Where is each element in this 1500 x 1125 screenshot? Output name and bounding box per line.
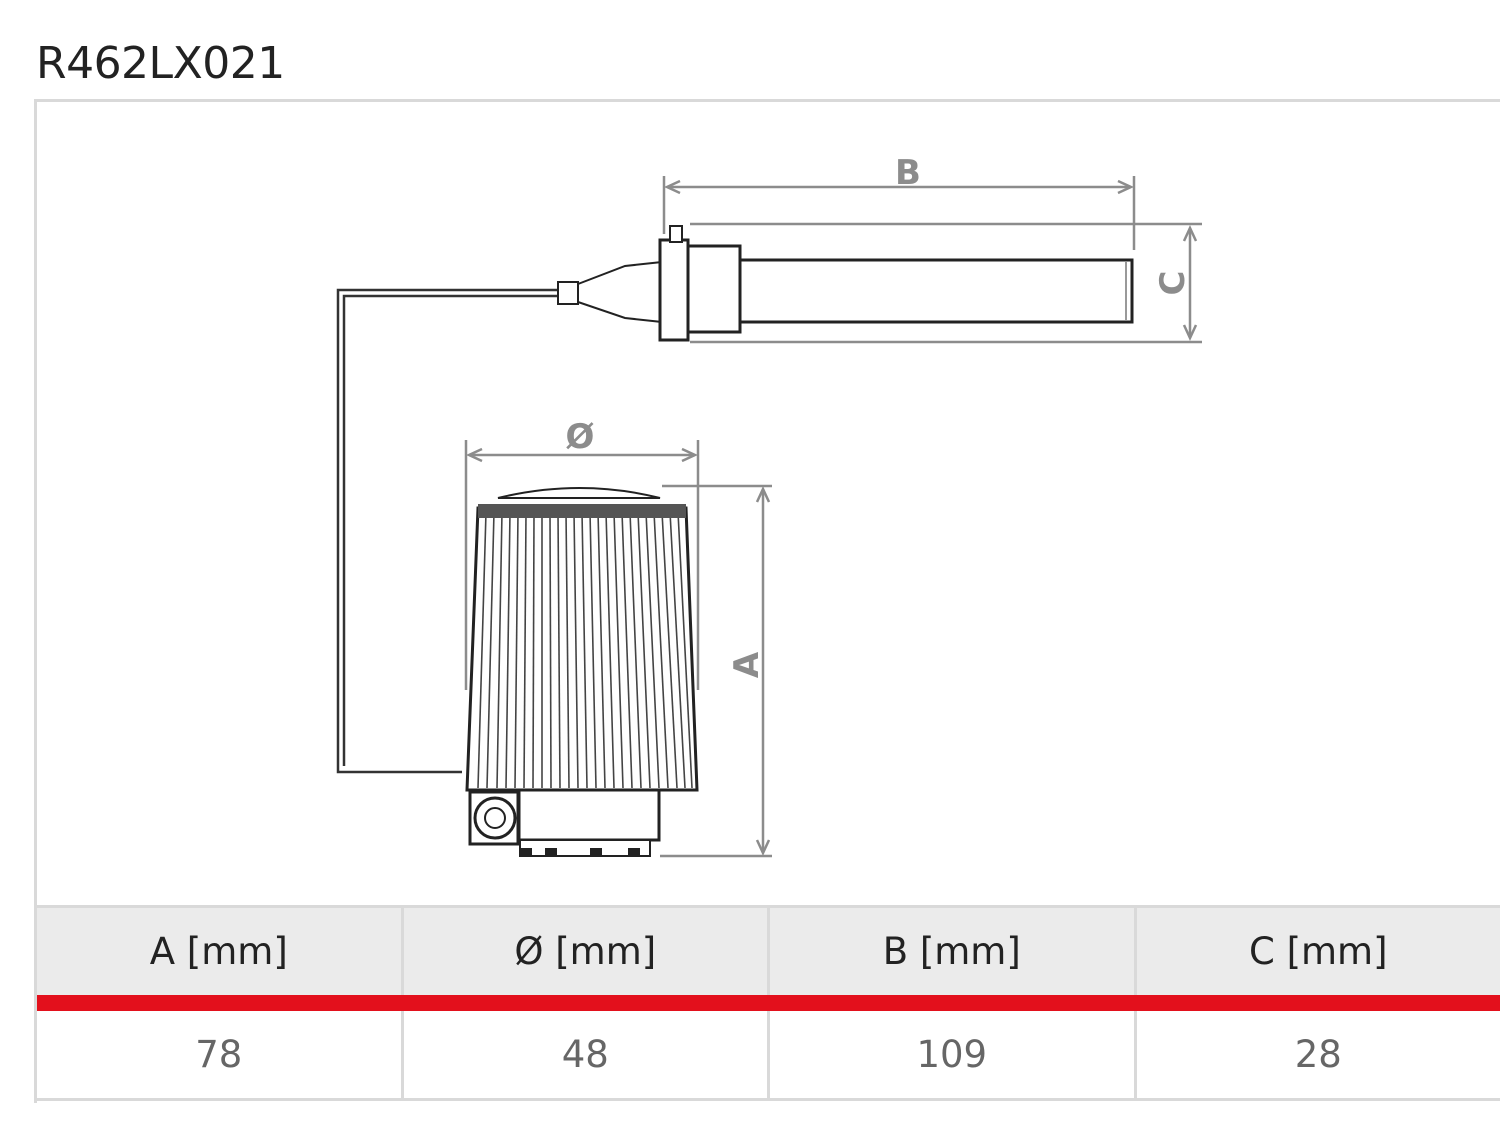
dim-label-c: C <box>1153 271 1193 296</box>
dim-label-a: A <box>727 651 767 678</box>
thermostatic-head <box>465 487 699 857</box>
value-cell-diameter: 48 <box>404 1011 770 1098</box>
value-cell-b: 109 <box>770 1011 1137 1098</box>
header-cell-c: C [mm] <box>1248 930 1388 973</box>
dim-label-b: B <box>895 153 921 193</box>
table-row: 78 48 109 28 <box>37 1011 1500 1101</box>
table-header-row: A [mm] Ø [mm] B [mm] C [mm] <box>37 905 1500 995</box>
dim-label-diameter: Ø <box>566 417 595 457</box>
capillary-tube <box>336 288 560 774</box>
product-code-title: R462LX021 <box>36 38 285 89</box>
header-cell-a: A [mm] <box>37 908 404 995</box>
sensor-probe <box>557 225 1134 342</box>
dimension-lines <box>464 176 1202 858</box>
accent-bar <box>37 995 1500 1011</box>
value-cell-a: 78 <box>37 1011 404 1098</box>
header-cell-diameter: Ø [mm] <box>404 908 770 995</box>
drawing-frame <box>34 99 1500 1103</box>
value-cell-c: 28 <box>1294 1033 1342 1076</box>
dimensions-table: A [mm] Ø [mm] B [mm] C [mm] 78 48 109 28 <box>37 905 1500 1101</box>
header-cell-b: B [mm] <box>770 908 1137 995</box>
